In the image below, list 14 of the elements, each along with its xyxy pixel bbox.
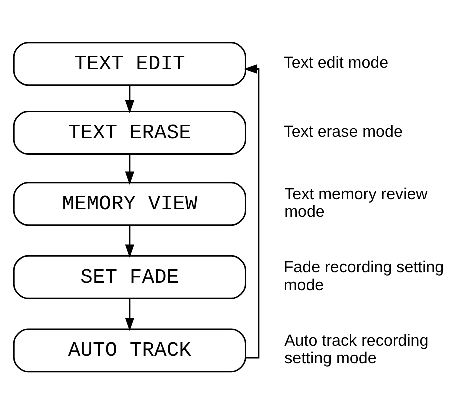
arrow [125,85,135,114]
node-label: Text erase mode [284,122,403,141]
node-label: Auto track recording setting mode [284,331,429,368]
arrow [125,154,135,184]
node-box: SET FADE [13,254,246,299]
node-label: Text memory review mode [284,184,428,220]
node-box: AUTO TRACK [13,328,246,372]
node-box: TEXT ERASE [13,110,246,154]
arrow [125,225,135,258]
node-label: Fade recording setting mode [284,258,444,294]
arrow [125,298,135,331]
node-box: TEXT EDIT [13,42,246,86]
node-label: Text edit mode [284,54,389,72]
node-box: MEMORY VIEW [13,182,246,226]
